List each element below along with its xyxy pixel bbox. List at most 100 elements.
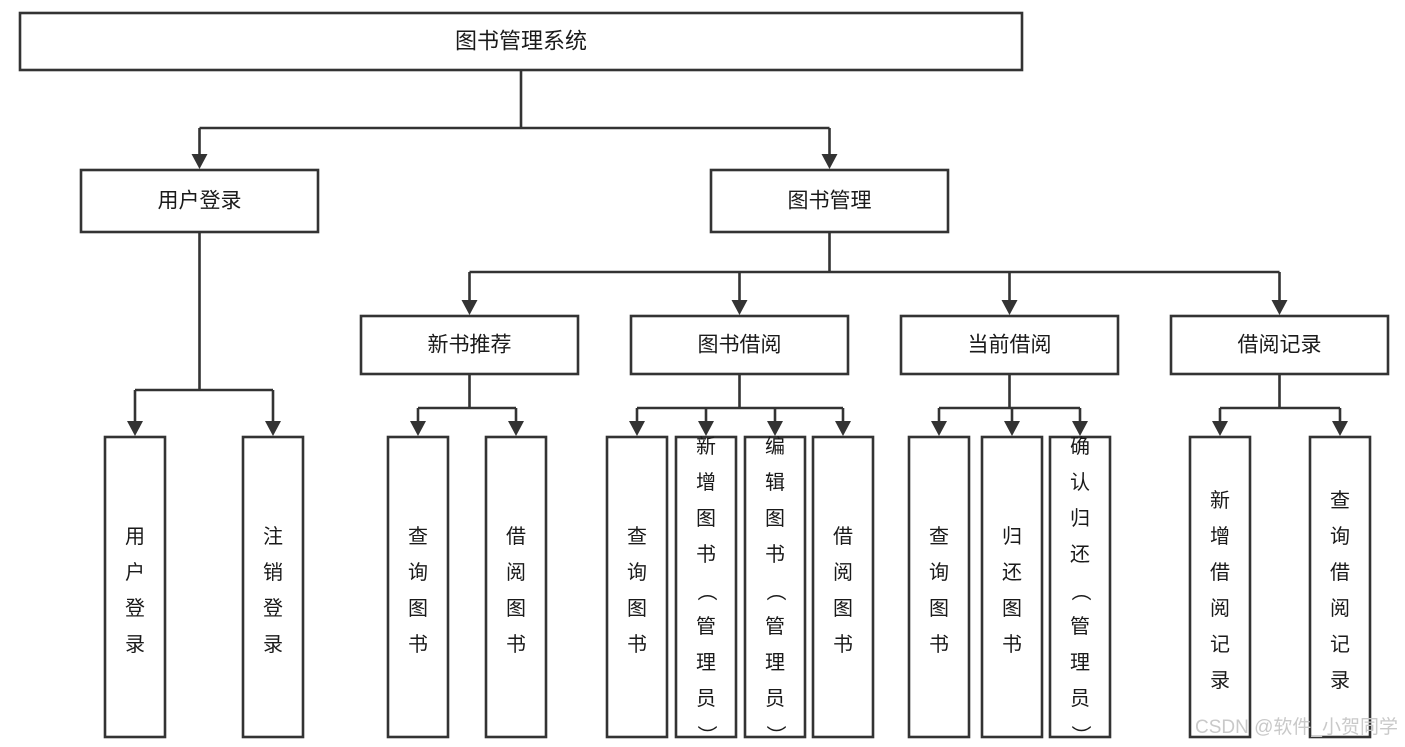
node-boxes: 图书管理系统用户登录图书管理新书推荐图书借阅当前借阅借阅记录用户登录注销登录查询… xyxy=(18,11,1390,745)
svg-text:图: 图 xyxy=(627,598,647,620)
svg-text:还: 还 xyxy=(1002,561,1022,584)
leaf-node-6[interactable] xyxy=(743,435,807,739)
node-label-l3-3: 借阅记录 xyxy=(1238,334,1322,357)
svg-text:查: 查 xyxy=(1330,489,1350,512)
node-root-图书管理系统[interactable] xyxy=(18,11,1024,72)
svg-text:（: （ xyxy=(764,581,787,601)
node-l3-2[interactable] xyxy=(899,314,1120,376)
svg-text:记: 记 xyxy=(1210,633,1230,656)
svg-text:图: 图 xyxy=(765,508,785,530)
node-l3-3[interactable] xyxy=(1169,314,1390,376)
leaf-node-11[interactable] xyxy=(1188,435,1252,739)
svg-text:（: （ xyxy=(695,581,718,601)
leaf-node-0[interactable] xyxy=(103,435,167,739)
svg-text:图: 图 xyxy=(929,598,949,620)
node-label-root: 图书管理系统 xyxy=(455,28,587,53)
svg-text:查: 查 xyxy=(627,525,647,548)
arrow-head-icon xyxy=(835,421,851,436)
arrow-head-icon xyxy=(508,421,524,436)
svg-text:员: 员 xyxy=(765,688,785,710)
leaf-node-1[interactable] xyxy=(241,435,305,739)
svg-text:借: 借 xyxy=(1210,561,1230,584)
svg-text:查: 查 xyxy=(929,525,949,548)
svg-text:管: 管 xyxy=(1070,615,1090,638)
svg-text:归: 归 xyxy=(1070,507,1090,530)
svg-text:录: 录 xyxy=(1330,670,1350,692)
arrow-head-icon xyxy=(265,421,281,436)
node-l2-0[interactable] xyxy=(79,168,320,234)
watermark: CSDN @软件_小贺同学 xyxy=(1195,716,1398,738)
svg-text:询: 询 xyxy=(929,561,949,584)
svg-text:图: 图 xyxy=(506,598,526,620)
node-l2-1[interactable] xyxy=(709,168,950,234)
svg-text:）: ） xyxy=(764,725,787,745)
svg-text:还: 还 xyxy=(1070,543,1090,566)
arrow-head-icon xyxy=(1004,421,1020,436)
arrow-head-icon xyxy=(1332,421,1348,436)
connector-lines xyxy=(127,70,1348,436)
arrow-head-icon xyxy=(461,300,478,315)
svg-text:辑: 辑 xyxy=(765,471,785,494)
leaf-node-4[interactable] xyxy=(605,435,669,739)
node-label-l3-0: 新书推荐 xyxy=(428,334,512,357)
svg-text:记: 记 xyxy=(1330,633,1350,656)
svg-text:书: 书 xyxy=(506,633,526,656)
leaf-node-12[interactable] xyxy=(1308,435,1372,739)
arrow-head-icon xyxy=(629,421,645,436)
svg-text:阅: 阅 xyxy=(833,561,853,584)
svg-text:员: 员 xyxy=(1070,688,1090,710)
node-l3-0[interactable] xyxy=(359,314,580,376)
node-label-l2-0: 用户登录 xyxy=(158,190,242,213)
leaf-node-9[interactable] xyxy=(980,435,1044,739)
arrow-head-icon xyxy=(1001,300,1018,315)
leaf-node-5[interactable] xyxy=(674,435,738,739)
arrow-head-icon xyxy=(410,421,426,436)
leaf-label-0: 用户登录 xyxy=(125,526,145,656)
svg-text:图: 图 xyxy=(1002,598,1022,620)
svg-text:阅: 阅 xyxy=(1210,597,1230,620)
svg-text:书: 书 xyxy=(696,543,716,566)
arrow-head-icon xyxy=(1072,421,1088,436)
svg-text:理: 理 xyxy=(696,652,716,674)
leaf-node-2[interactable] xyxy=(386,435,450,739)
svg-text:认: 认 xyxy=(1070,471,1090,494)
node-label-l3-2: 当前借阅 xyxy=(968,334,1052,357)
svg-text:编: 编 xyxy=(765,435,785,458)
arrow-head-icon xyxy=(127,421,143,436)
arrow-head-icon xyxy=(191,154,208,169)
leaf-node-3[interactable] xyxy=(484,435,548,739)
svg-text:书: 书 xyxy=(1002,633,1022,656)
arrow-head-icon xyxy=(931,421,947,436)
leaf-node-8[interactable] xyxy=(907,435,971,739)
svg-text:书: 书 xyxy=(833,633,853,656)
svg-text:借: 借 xyxy=(1330,561,1350,584)
svg-text:用: 用 xyxy=(125,526,145,548)
arrow-head-icon xyxy=(698,421,714,436)
svg-text:员: 员 xyxy=(696,688,716,710)
node-label-l3-1: 图书借阅 xyxy=(698,334,782,357)
node-label-l2-1: 图书管理 xyxy=(788,190,872,213)
svg-text:户: 户 xyxy=(125,561,145,584)
svg-text:理: 理 xyxy=(1070,652,1090,674)
svg-text:阅: 阅 xyxy=(1330,597,1350,620)
svg-text:书: 书 xyxy=(408,633,428,656)
svg-text:理: 理 xyxy=(765,652,785,674)
svg-text:书: 书 xyxy=(929,633,949,656)
node-l3-1[interactable] xyxy=(629,314,850,376)
leaf-node-7[interactable] xyxy=(811,435,875,739)
watermark-text: CSDN @软件_小贺同学 xyxy=(1195,716,1398,738)
leaf-node-10[interactable] xyxy=(1048,435,1112,739)
svg-text:销: 销 xyxy=(263,561,283,584)
svg-text:询: 询 xyxy=(627,561,647,584)
svg-text:管: 管 xyxy=(696,615,716,638)
svg-text:借: 借 xyxy=(506,525,526,548)
arrow-head-icon xyxy=(731,300,748,315)
